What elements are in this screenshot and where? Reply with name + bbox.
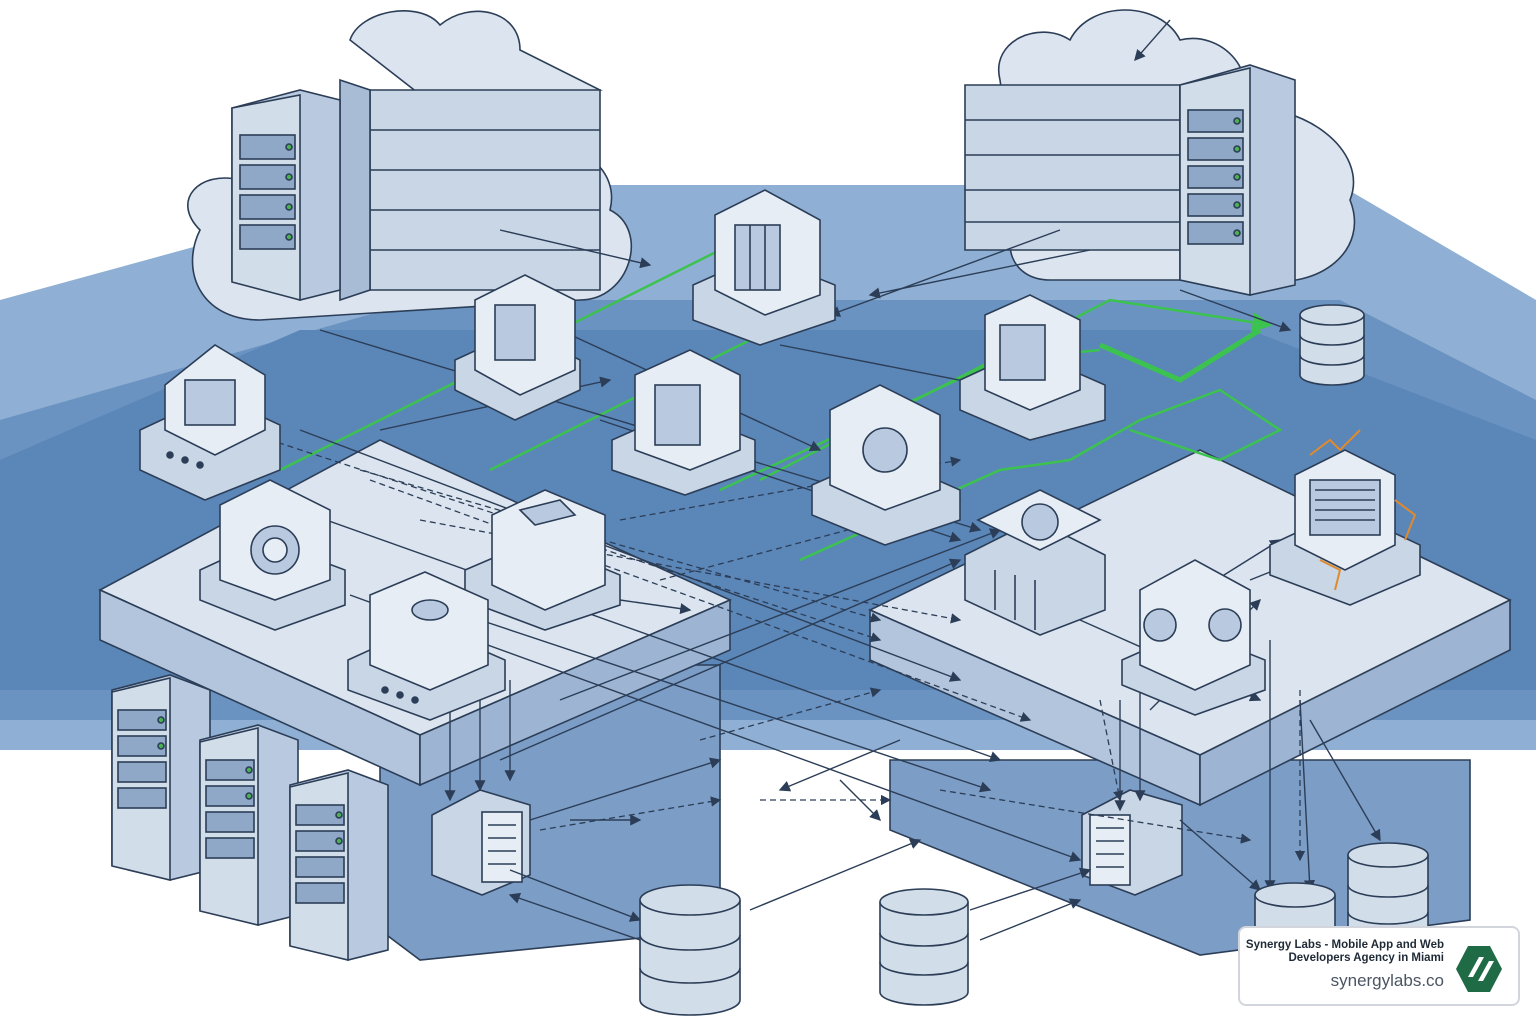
processing-node-icon-10 — [964, 489, 1106, 636]
cooling-fan-icon-left — [431, 789, 531, 896]
database-icon-top-right — [1299, 304, 1365, 386]
processing-node-icon-3 — [692, 189, 836, 346]
branding-badge[interactable]: Synergy Labs - Mobile App and Web Develo… — [1238, 926, 1520, 1006]
processing-node-icon-5 — [959, 294, 1106, 441]
processing-node-icon-2 — [454, 274, 581, 421]
processing-node-icon-9 — [347, 571, 506, 721]
database-icon-bottom-2 — [879, 888, 969, 1006]
processing-node-icon-7 — [199, 479, 346, 631]
cooling-fan-icon-right — [1081, 789, 1183, 896]
server-rack-icon-top-right — [1179, 64, 1296, 296]
processing-node-icon-8 — [464, 489, 621, 631]
database-icon-bottom-1 — [639, 884, 741, 1016]
flow-arrows — [269, 19, 1381, 941]
server-rack-icon-top-left — [231, 89, 341, 302]
synergy-logo-icon — [1456, 946, 1502, 992]
router-icon-right — [1269, 429, 1421, 606]
server-stack-top-left — [339, 78, 601, 302]
processing-node-icon-11 — [1121, 559, 1266, 716]
server-rack-icon-bottom-1 — [111, 674, 211, 882]
branding-title: Synergy Labs - Mobile App and Web Develo… — [1245, 939, 1444, 964]
database-icon-bottom-4 — [1347, 842, 1429, 948]
dashed-flow-arrows — [239, 429, 1306, 862]
processing-node-icon-1 — [139, 344, 281, 501]
server-rack-icon-bottom-3 — [289, 769, 389, 962]
processing-node-icon-4 — [611, 349, 756, 496]
processing-node-icon-6 — [811, 384, 961, 546]
branding-url[interactable]: synergylabs.co — [1330, 971, 1444, 990]
server-stack-top-right — [964, 84, 1181, 251]
server-rack-icon-bottom-2 — [199, 724, 299, 927]
